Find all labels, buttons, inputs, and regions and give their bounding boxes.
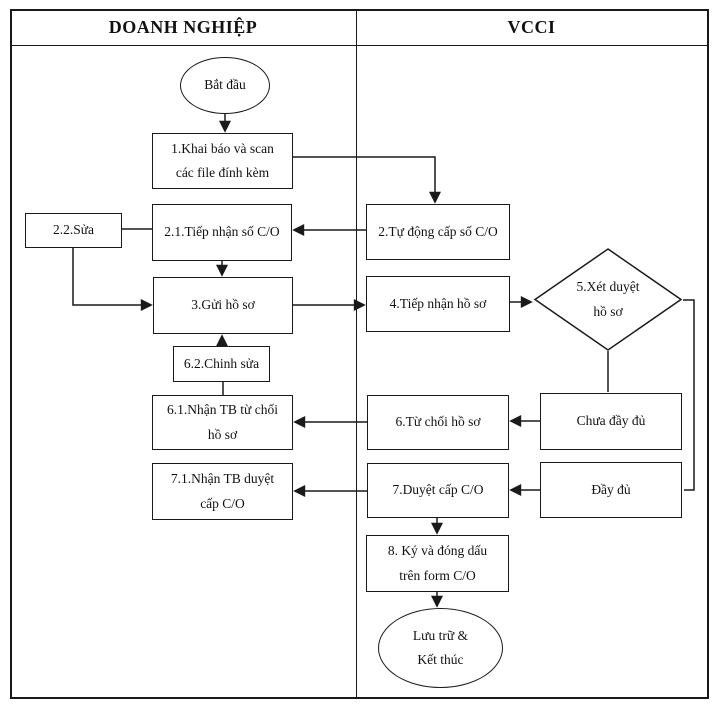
lane-divider: [356, 9, 357, 697]
node-7-duyet-cap-co: 7.Duyệt cấp C/O: [367, 463, 509, 518]
node-8-ky-dong-dau: 8. Ký và đóng dấu trên form C/O: [366, 535, 509, 592]
node-2-tu-dong-cap-so-co: 2.Tự động cấp số C/O: [366, 204, 510, 260]
node-3-gui-ho-so: 3.Gửi hồ sơ: [153, 277, 293, 334]
lane-header-vcci: VCCI: [507, 16, 556, 37]
node-4-tiep-nhan-ho-so: 4.Tiếp nhận hồ sơ: [366, 276, 510, 332]
node-start-terminator: Bắt đầu: [180, 57, 270, 114]
node-2-1-tiep-nhan-so-co: 2.1.Tiếp nhận số C/O: [152, 204, 292, 261]
decision-label: 5.Xét duyệt hồ sơ: [576, 279, 640, 319]
node-6-1-nhan-tb-tu-choi: 6.1.Nhận TB từ chối hồ sơ: [152, 395, 293, 450]
node-day-du: Đầy đủ: [540, 462, 682, 518]
node-6-2-chinh-sua: 6.2.Chinh sửa: [173, 346, 270, 382]
node-7-1-nhan-tb-duyet: 7.1.Nhận TB duyệt cấp C/O: [152, 463, 293, 520]
decision-5-xet-duyet-ho-so: 5.Xét duyệt hồ sơ: [533, 248, 683, 351]
decision-diamond-shape: [533, 248, 683, 351]
lane-header-doanh-nghiep: DOANH NGHIỆP: [108, 16, 258, 37]
node-chua-day-du: Chưa đầy đủ: [540, 393, 682, 450]
node-end-terminator: Lưu trữ & Kết thúc: [378, 608, 503, 688]
outer-border: [10, 9, 709, 699]
node-6-tu-choi-ho-so: 6.Từ chối hồ sơ: [367, 395, 509, 450]
node-1-khai-bao-scan: 1.Khai báo và scan các file đính kèm: [152, 133, 293, 189]
node-2-2-sua: 2.2.Sửa: [25, 213, 122, 248]
header-separator: [10, 45, 707, 46]
